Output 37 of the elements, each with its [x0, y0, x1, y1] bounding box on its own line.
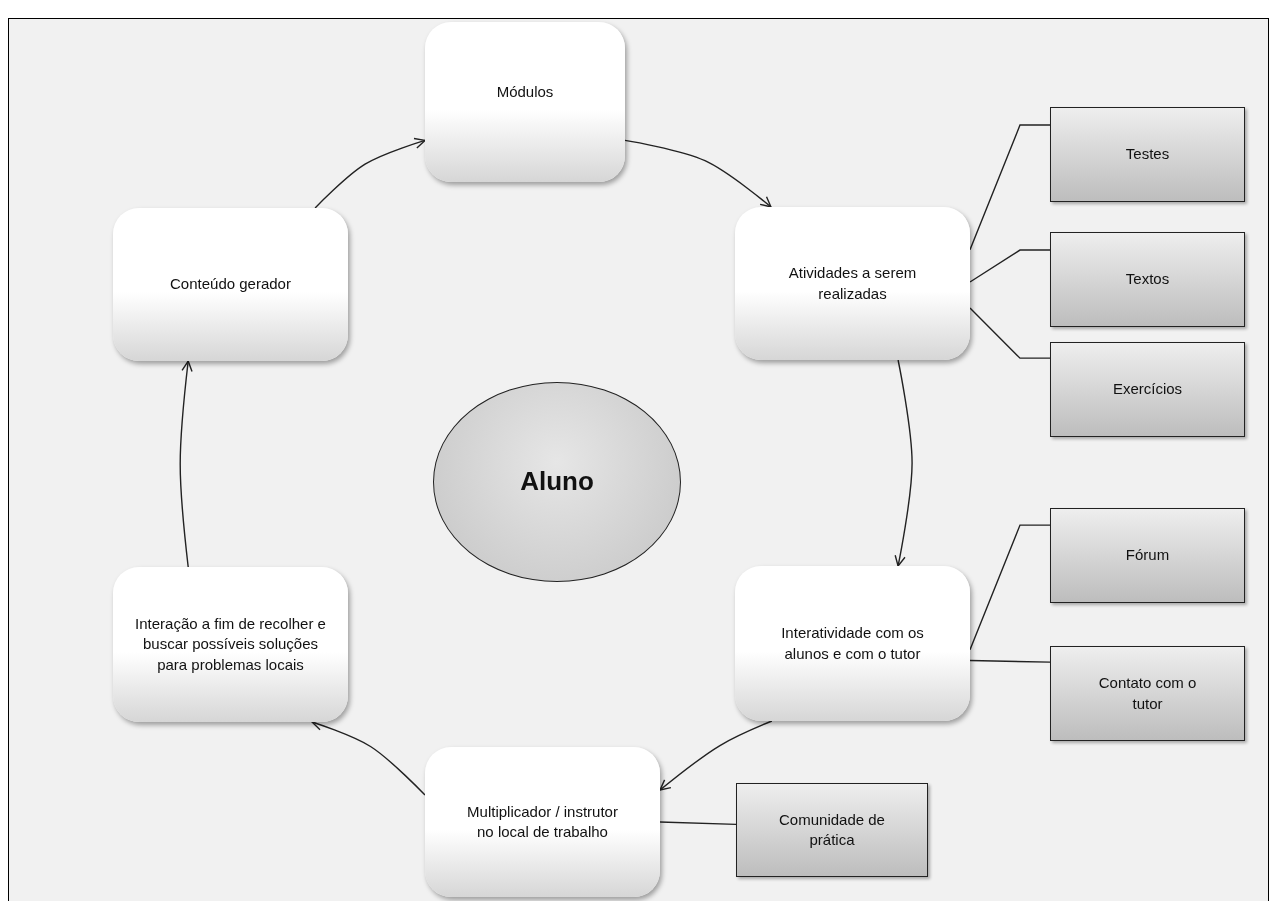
rectangle-box [1050, 646, 1245, 741]
rounded-box [735, 566, 970, 721]
rectangle-box [1050, 342, 1245, 437]
connector-line [969, 249, 1051, 283]
curved-arrow [894, 359, 913, 567]
connector-line [969, 659, 1051, 663]
rounded-box [113, 567, 348, 722]
connector-line [969, 307, 1051, 359]
connector-line [969, 124, 1051, 251]
rounded-box [735, 207, 970, 360]
node-label: Conteúdo gerador [170, 274, 291, 295]
rectangle-box [736, 783, 928, 877]
node-label: Interatividade com os alunos e com o tutor [780, 623, 925, 664]
rectangle-box [1050, 107, 1245, 202]
center-label: Aluno [520, 465, 594, 499]
node-label: Módulos [496, 82, 554, 102]
curved-arrow [311, 719, 426, 796]
node-label: Interação a fim de recolher e buscar possíveis soluções para problemas locais [135, 614, 326, 675]
node-label: Textos [1125, 269, 1170, 290]
node-label: Testes [1125, 144, 1170, 165]
node-label: Comunidade de prática [778, 809, 886, 850]
rectangle-box [1050, 232, 1245, 327]
curved-arrow [624, 139, 772, 208]
node-label: Exercícios [1112, 379, 1183, 400]
connector-line [659, 821, 737, 826]
node-label: Fórum [1125, 545, 1170, 566]
curved-arrow [314, 137, 426, 209]
node-label: Contato com o tutor [1097, 673, 1198, 714]
connector-line [969, 524, 1051, 651]
curved-arrow [659, 720, 773, 791]
node-label: Atividades a serem realizadas [787, 263, 918, 304]
node-label: Multiplicador / instrutor no local de trabalho [466, 801, 619, 842]
rounded-box [425, 22, 625, 182]
rounded-box [425, 747, 660, 897]
rounded-box [113, 208, 348, 361]
rectangle-box [1050, 508, 1245, 603]
curved-arrow [179, 360, 193, 568]
